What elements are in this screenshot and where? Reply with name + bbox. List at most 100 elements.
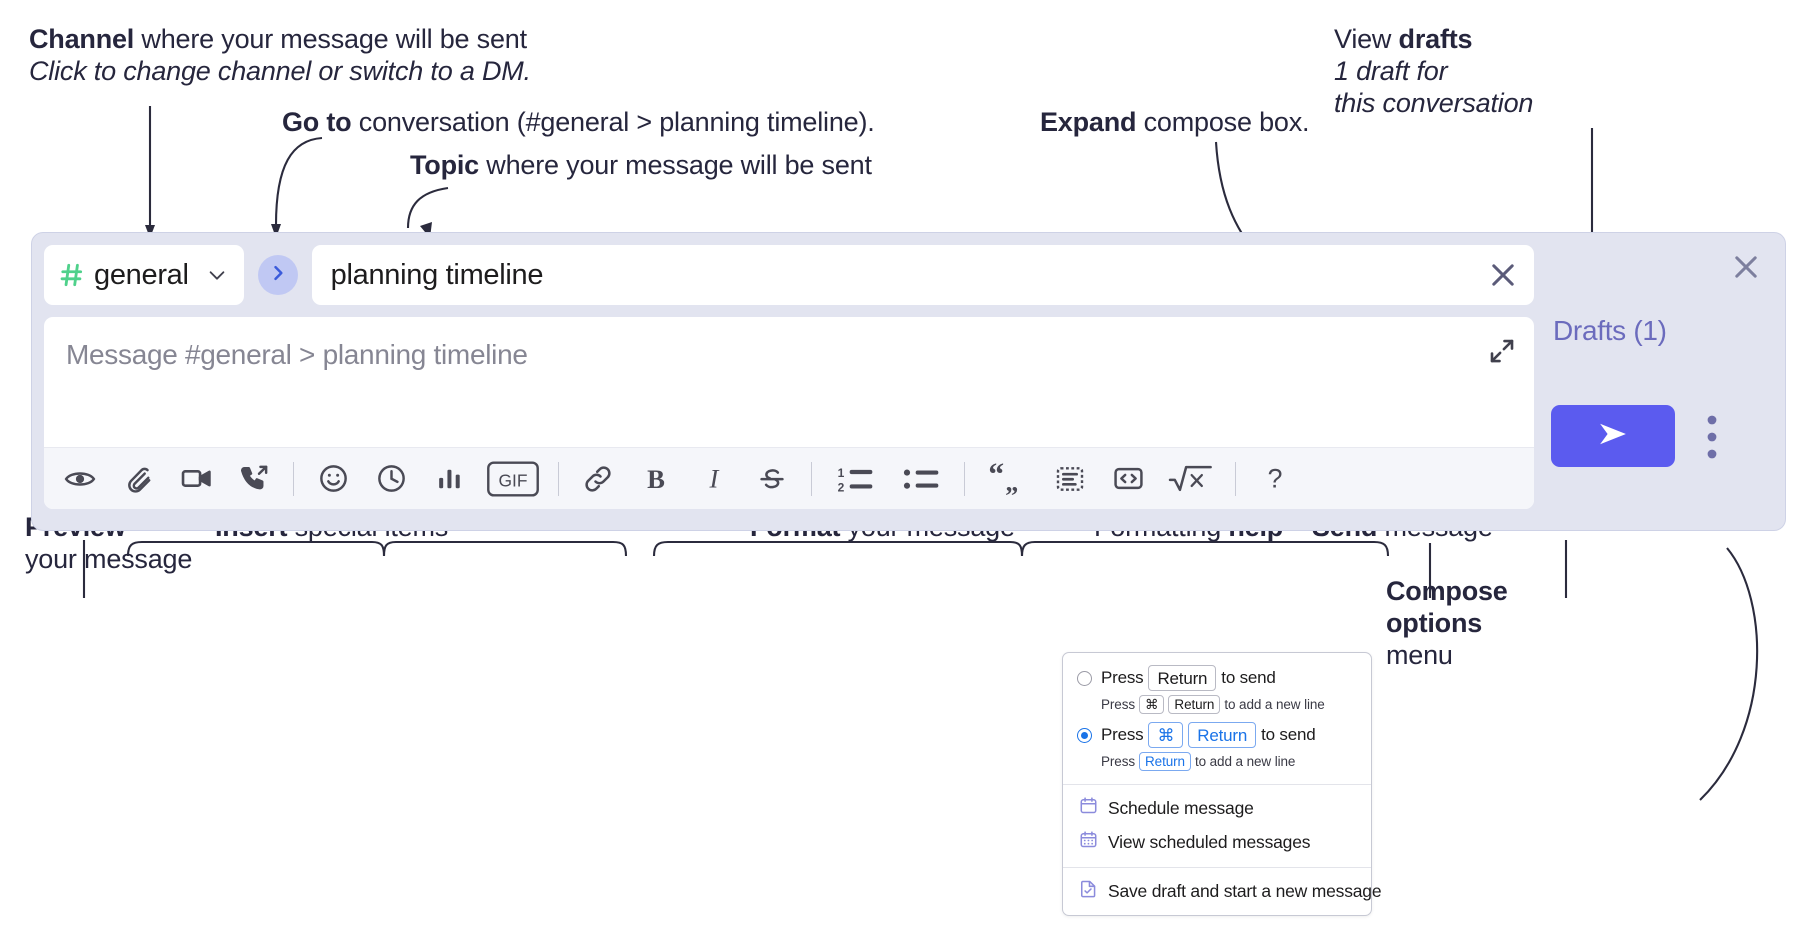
chevron-right-icon <box>268 263 288 288</box>
calendar-clock-icon <box>1079 796 1098 820</box>
bulleted-list-button[interactable] <box>895 457 947 501</box>
compose-header-row: general planning timeline <box>44 244 1534 306</box>
bold-button[interactable]: B <box>634 457 678 501</box>
strikethrough-button[interactable] <box>750 457 794 501</box>
menu-item-label: View scheduled messages <box>1108 831 1311 852</box>
save-draft-item[interactable]: Save draft and start a new message <box>1063 874 1382 908</box>
video-clip-button[interactable] <box>174 457 218 501</box>
send-option-cmd-return[interactable]: Press ⌘ Return to send <box>1063 719 1371 751</box>
channel-name: general <box>94 258 189 291</box>
menu-divider <box>1063 867 1371 868</box>
send-option-cmd-return-label: Press ⌘ Return to send <box>1101 722 1316 748</box>
code-block-icon <box>1054 463 1086 495</box>
annotation-drafts-bold: drafts <box>1398 24 1473 54</box>
goto-conversation-button[interactable] <box>257 255 298 295</box>
annotation-topic: Topic where your message will be sent <box>410 150 872 182</box>
code-button[interactable] <box>1106 457 1150 501</box>
send-option-return[interactable]: Press Return to send <box>1063 662 1371 694</box>
annotation-drafts-plain: View <box>1334 24 1399 54</box>
svg-text:?: ? <box>1268 463 1283 493</box>
svg-text:B: B <box>647 463 665 493</box>
key-command: ⌘ <box>1139 695 1165 714</box>
annotation-goto-bold: Go to <box>282 107 352 137</box>
annotation-channel-bold: Channel <box>29 24 135 54</box>
to-send-label: to send <box>1261 725 1316 744</box>
svg-text:I: I <box>709 463 720 493</box>
annotation-compose-options-l1: Compose <box>1386 576 1508 606</box>
svg-text:2: 2 <box>838 480 845 494</box>
italic-button[interactable]: I <box>692 457 736 501</box>
preview-button[interactable] <box>58 457 102 501</box>
annotation-drafts-sub2: this conversation <box>1334 87 1534 118</box>
compose-box: general planning timeline <box>31 232 1786 531</box>
smiley-icon <box>318 463 349 494</box>
key-return: Return <box>1148 665 1217 691</box>
paperclip-icon <box>123 463 154 494</box>
annotation-topic-rest: where your message will be sent <box>479 150 872 180</box>
drafts-link[interactable]: Drafts (1) <box>1553 315 1667 346</box>
radio-unselected[interactable] <box>1077 670 1092 686</box>
svg-text:“: “ <box>988 463 1004 491</box>
svg-text:GIF: GIF <box>499 470 528 490</box>
clock-icon <box>376 463 407 494</box>
gif-button[interactable]: GIF <box>485 457 541 501</box>
svg-text:„: „ <box>1005 467 1018 494</box>
kebab-menu-icon[interactable] <box>1705 414 1719 460</box>
toolbar-divider <box>811 461 812 496</box>
key-command: ⌘ <box>1148 722 1184 748</box>
send-button[interactable] <box>1551 405 1675 467</box>
link-button[interactable] <box>576 457 620 501</box>
bar-chart-icon <box>434 463 465 494</box>
annotation-expand: Expand compose box. <box>1040 107 1310 139</box>
latex-button[interactable] <box>1164 457 1218 501</box>
code-brackets-icon <box>1112 462 1145 495</box>
radio-selected[interactable] <box>1077 727 1092 743</box>
send-option-cmd-return-hint: Press Return to add a new line <box>1063 751 1371 776</box>
annotation-goto-rest: conversation (#general > planning timeli… <box>351 107 875 137</box>
formatting-toolbar: GIF <box>44 447 1534 509</box>
link-icon <box>582 463 614 495</box>
quote-icon: “ „ <box>987 463 1029 495</box>
newline-label: to add a new line <box>1224 697 1325 712</box>
chevron-down-icon[interactable] <box>206 264 228 286</box>
toolbar-divider <box>1235 461 1236 496</box>
key-return: Return <box>1168 695 1221 714</box>
ordered-list-icon: 1 2 <box>835 463 875 495</box>
annotation-drafts-sub1: 1 draft for <box>1334 55 1448 86</box>
gif-icon: GIF <box>486 460 540 497</box>
attach-button[interactable] <box>116 457 160 501</box>
toolbar-divider <box>558 461 559 496</box>
view-scheduled-messages-item[interactable]: View scheduled messages <box>1063 825 1371 859</box>
poll-button[interactable] <box>427 457 471 501</box>
blockquote-button[interactable]: “ „ <box>982 457 1034 501</box>
annotation-expand-rest: compose box. <box>1136 107 1310 137</box>
emoji-button[interactable] <box>311 457 355 501</box>
ordered-list-button[interactable]: 1 2 <box>829 457 881 501</box>
annotation-topic-bold: Topic <box>410 150 479 180</box>
strikethrough-icon <box>756 463 788 495</box>
reminder-button[interactable] <box>369 457 413 501</box>
topic-input[interactable]: planning timeline <box>311 245 1534 305</box>
close-icon[interactable] <box>1729 250 1763 284</box>
question-mark-icon: ? <box>1259 463 1291 495</box>
annotation-compose-options-l3: menu <box>1386 639 1453 670</box>
key-return: Return <box>1139 752 1191 771</box>
annotation-preview-rest: your message <box>25 543 193 574</box>
schedule-message-item[interactable]: Schedule message <box>1063 791 1371 825</box>
formatting-help-button[interactable]: ? <box>1253 457 1297 501</box>
annotation-drafts: View drafts 1 draft for this conversatio… <box>1334 24 1533 120</box>
audio-clip-button[interactable] <box>232 457 276 501</box>
close-icon[interactable] <box>1486 258 1520 292</box>
to-send-label: to send <box>1221 668 1276 687</box>
expand-icon[interactable] <box>1487 336 1517 366</box>
video-camera-icon <box>180 462 213 495</box>
annotation-channel-sub: Click to change channel or switch to a D… <box>29 55 531 86</box>
channel-selector[interactable]: general <box>44 245 244 305</box>
code-block-button[interactable] <box>1048 457 1092 501</box>
key-return: Return <box>1188 722 1257 748</box>
bulleted-list-icon <box>901 463 941 495</box>
message-input-area[interactable]: Message #general > planning timeline <box>44 317 1534 509</box>
bold-icon: B <box>640 463 672 495</box>
annotation-compose-options: Compose options menu <box>1386 576 1508 672</box>
annotation-channel-rest: where your message will be sent <box>134 24 527 54</box>
